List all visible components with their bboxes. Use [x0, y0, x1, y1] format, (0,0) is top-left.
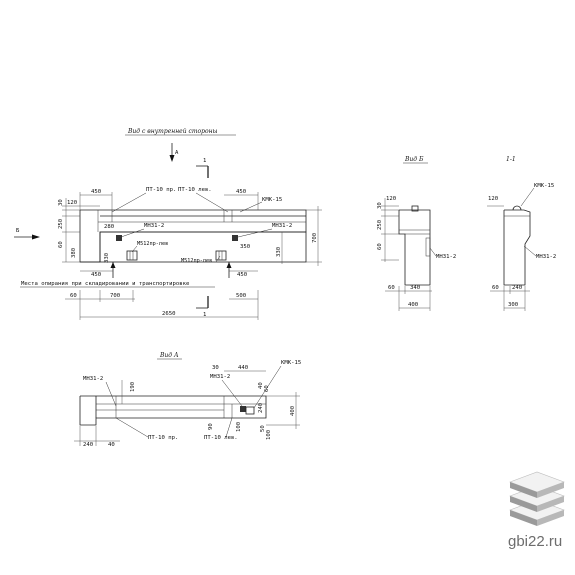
dim-60-bottom: 60 — [70, 293, 77, 299]
view-a-label-pt10-pr: ПТ-10 пр. — [148, 435, 178, 441]
view-a: Вид А МН31-2 МН31-2 КМК-15 ПТ-10 пр. ПТ-… — [74, 352, 301, 448]
view-b-dim-60-bottom: 60 — [388, 285, 395, 291]
dim-350: 350 — [240, 244, 250, 250]
section-1-1-outline — [503, 209, 531, 286]
view-b-title: Вид Б — [404, 156, 424, 163]
label-pt10-lev: ПТ-10 лев. — [178, 187, 212, 193]
view-a-dim-40: 40 — [258, 382, 264, 389]
section-1-1-dim-300: 300 — [508, 302, 518, 308]
brand-site-text[interactable]: gbi22.ru — [508, 533, 563, 550]
dim-700-bottom: 700 — [110, 293, 120, 299]
dim-380: 380 — [71, 248, 77, 258]
label-m512-left: М512пр-лев — [137, 241, 168, 247]
section-1-1-dim-120: 120 — [488, 196, 498, 202]
label-m512-right: М512пр-лев — [181, 258, 212, 264]
view-a-dim-40-bottom: 40 — [108, 442, 115, 448]
view-a-plate-right — [240, 406, 246, 412]
view-b-dim-250: 250 — [377, 220, 383, 230]
label-mn31-2-left: МН31-2 — [144, 223, 164, 229]
beam-lower-outline — [99, 231, 307, 263]
dim-60: 60 — [58, 241, 64, 248]
view-a-dim-240: 240 — [83, 442, 93, 448]
view-b-dim-120: 120 — [386, 196, 396, 202]
view-a-dim-400: 400 — [290, 406, 296, 416]
section-1-1-loop — [512, 205, 522, 211]
dim-120: 120 — [67, 200, 77, 206]
section-1-1-label-kmk15: КМК-15 — [534, 183, 554, 189]
view-b-dim-400: 400 — [408, 302, 418, 308]
lifting-loop-left — [126, 250, 138, 261]
view-a-label-mn31-2-left: МН31-2 — [83, 376, 103, 382]
dim-450-bottom-right: 450 — [237, 272, 247, 278]
dim-500: 500 — [236, 293, 246, 299]
embedded-plate-mn31-2-left — [116, 235, 122, 241]
view-b-label-mn31-2: МН31-2 — [436, 254, 456, 260]
view-a-loop — [245, 406, 255, 415]
view-b-dim-340: 340 — [410, 285, 420, 291]
view-arrow-b-label: Б — [16, 228, 20, 234]
section-1-1-label-mn31-2: МН31-2 — [536, 254, 556, 260]
view-b-dim-30: 30 — [377, 202, 383, 209]
view-a-dim-440: 440 — [238, 365, 248, 371]
view-b-outline — [398, 209, 431, 286]
dim-250: 250 — [58, 219, 64, 229]
dim-330-right: 330 — [276, 247, 282, 257]
beam-upper-outline — [79, 209, 307, 263]
label-mn31-2-right: МН31-2 — [272, 223, 292, 229]
dim-700-right: 700 — [312, 233, 318, 243]
view-a-label-kmk15: КМК-15 — [281, 360, 301, 366]
view-a-label-mn31-2-right: МН31-2 — [210, 374, 230, 380]
section-mark-top-label: 1 — [203, 158, 206, 164]
section-1-1-dim-60: 60 — [492, 285, 499, 291]
dim-2650: 2650 — [162, 311, 175, 317]
dim-330-left: 330 — [104, 253, 110, 263]
stacked-slabs-icon — [509, 471, 565, 526]
view-a-outline — [79, 395, 267, 426]
view-a-title: Вид А — [159, 352, 179, 359]
view-a-dim-240-vertical: 240 — [258, 403, 264, 413]
dim-450-top-right: 450 — [236, 189, 246, 195]
view-arrow-a-label: А — [175, 150, 179, 156]
view-a-dim-50: 50 — [260, 425, 266, 432]
section-1-1-dim-240: 240 — [512, 285, 522, 291]
view-b-loop — [411, 205, 419, 212]
embedded-plate-mn31-2-right — [232, 235, 238, 241]
view-a-dim-90: 90 — [208, 423, 214, 430]
view-a-dim-30: 30 — [212, 365, 219, 371]
view-a-dim-60: 60 — [264, 385, 270, 392]
section-mark-bottom-label: 1 — [203, 312, 206, 318]
view-arrow-b-head — [32, 234, 40, 240]
main-view-title: Вид с внутренней стороны — [127, 128, 218, 135]
support-note: Места опирания при складировании и транс… — [21, 281, 190, 287]
main-view: Вид с внутренней стороны А 1 Б — [14, 128, 322, 320]
view-a-dim-100: 100 — [236, 422, 242, 432]
section-1-1: 1-1 КМК-15 МН31-2 120 60 240 300 — [487, 156, 556, 311]
dim-450-bottom-left: 450 — [91, 272, 101, 278]
lifting-loop-right — [215, 250, 227, 261]
slab-top — [509, 471, 565, 498]
view-a-dim-190: 190 — [130, 382, 136, 392]
dim-450-top-left: 450 — [91, 189, 101, 195]
view-b-plate — [425, 237, 431, 257]
label-kmk15: КМК-15 — [262, 197, 282, 203]
view-b-dim-60: 60 — [377, 243, 383, 250]
view-arrow-a-head — [169, 155, 175, 162]
view-a-label-pt10-lev: ПТ-10 лев. — [204, 435, 238, 441]
dim-280: 280 — [104, 224, 114, 230]
dim-30: 30 — [58, 199, 64, 206]
view-b: Вид Б МН31-2 120 30 250 60 60 340 400 — [377, 156, 456, 311]
section-1-1-title: 1-1 — [506, 156, 516, 163]
view-a-dim-100-bottom: 100 — [266, 430, 272, 440]
label-pt10-pr: ПТ-10 пр. — [146, 187, 176, 193]
